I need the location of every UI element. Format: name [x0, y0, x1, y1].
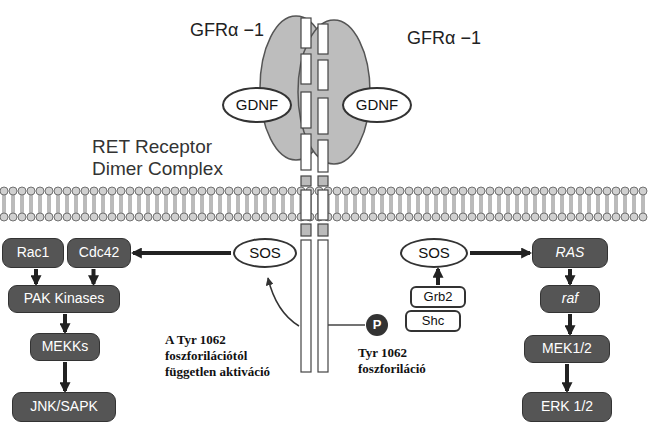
- node-text: MEK1/2: [542, 341, 592, 356]
- activation-curve-arrow: [268, 278, 299, 326]
- annotation-label: Tyr 1062 foszforiláció: [358, 345, 470, 377]
- signal-arrow: [133, 251, 231, 255]
- kinase-box: raf: [540, 285, 600, 313]
- protein-box: Rac1: [2, 238, 64, 268]
- kinase-box: MEKKs: [30, 333, 100, 361]
- node-text: MEKKs: [42, 339, 89, 354]
- kinase-box: PAK Kinases: [8, 285, 120, 313]
- node-text: Grb2: [424, 290, 453, 304]
- lipid-bilayer: [0, 187, 647, 221]
- ligand-oval: GDNF: [222, 87, 292, 123]
- protein-oval: SOS: [233, 238, 297, 268]
- signal-arrow: [92, 269, 96, 284]
- signal-arrow: [470, 251, 530, 255]
- node-text: raf: [562, 291, 578, 306]
- annotation-label: A Tyr 1062 foszforilációtól független ak…: [165, 332, 297, 380]
- signal-arrow: [34, 269, 38, 284]
- signal-arrow: [63, 314, 67, 332]
- signal-arrow: [436, 269, 440, 285]
- phospho-link: [328, 324, 365, 326]
- node-text: P: [373, 318, 382, 332]
- node-text: SOS: [418, 245, 450, 262]
- signal-arrow: [63, 362, 67, 391]
- signal-arrow: [568, 269, 572, 284]
- adaptor-box: Grb2: [410, 286, 466, 308]
- kinase-box: JNK/SAPK: [12, 392, 116, 422]
- node-text: Cdc42: [79, 245, 119, 260]
- protein-box: Cdc42: [67, 238, 131, 268]
- complex-label: RET Receptor Dimer Complex: [92, 136, 242, 180]
- ret-receptor-column: [318, 24, 328, 372]
- node-text: GDNF: [356, 97, 399, 114]
- subunit-label: GFRα −1: [405, 28, 483, 49]
- ligand-oval: GDNF: [342, 87, 412, 123]
- ret-receptor-column: [301, 18, 311, 372]
- adaptor-box: Shc: [405, 310, 461, 332]
- phosphate-circle: P: [366, 314, 388, 336]
- signal-arrow: [568, 314, 572, 334]
- kinase-box: MEK1/2: [524, 335, 610, 363]
- node-text: GDNF: [236, 97, 279, 114]
- node-text: SOS: [249, 245, 281, 262]
- node-text: PAK Kinases: [24, 291, 105, 306]
- protein-box: RAS: [532, 238, 608, 268]
- kinase-box: ERK 1/2: [522, 392, 612, 422]
- node-text: RAS: [556, 245, 585, 260]
- node-text: ERK 1/2: [541, 399, 593, 414]
- subunit-label: GFRα −1: [188, 20, 266, 41]
- protein-oval: SOS: [400, 238, 468, 268]
- node-text: JNK/SAPK: [30, 399, 98, 414]
- signal-arrow: [565, 364, 569, 391]
- node-text: Shc: [422, 314, 444, 328]
- node-text: Rac1: [17, 245, 50, 260]
